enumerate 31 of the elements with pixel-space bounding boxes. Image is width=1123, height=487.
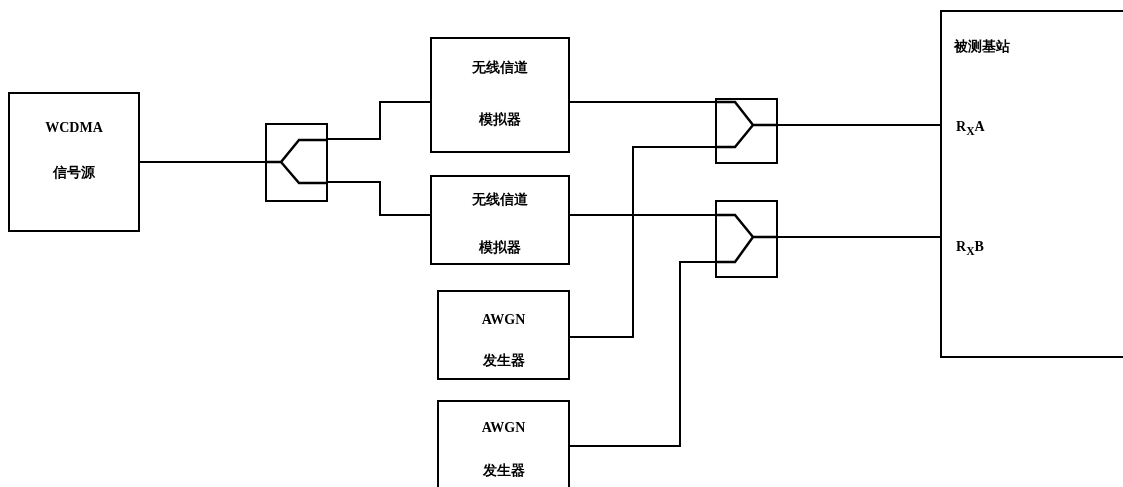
- simulator-label: 模拟器: [478, 239, 522, 257]
- port-label: R$_{X}$B: [956, 239, 984, 258]
- combiner-box: [715, 200, 778, 278]
- generator-label: AWGN: [480, 420, 527, 436]
- source-label: WCDMA: [44, 120, 104, 136]
- source-label: 信号源: [52, 164, 96, 182]
- combiner-box: [715, 98, 778, 164]
- simulator-label: 无线信道: [471, 191, 529, 209]
- simulator-label: 模拟器: [478, 111, 522, 129]
- base-station-box: [940, 10, 1123, 358]
- connector-line: [139, 161, 266, 163]
- channel-simulator-box: [430, 175, 570, 265]
- connector-line: [327, 181, 431, 216]
- generator-label: AWGN: [480, 312, 527, 328]
- simulator-label: 无线信道: [471, 59, 529, 77]
- connector-line: [569, 214, 716, 216]
- channel-simulator-box: [430, 37, 570, 153]
- connector-line: [569, 146, 716, 338]
- station-title: 被测基站: [954, 38, 1010, 56]
- connector-line: [569, 261, 716, 447]
- noise-generator-box: [437, 400, 570, 487]
- connector-line: [777, 236, 941, 238]
- connector-line: [327, 101, 431, 140]
- generator-label: 发生器: [481, 462, 526, 480]
- splitter-box: [265, 123, 328, 202]
- generator-label: 发生器: [481, 352, 526, 370]
- port-label: R$_{X}$A: [956, 119, 985, 138]
- connector-line: [777, 124, 941, 126]
- noise-generator-box: [437, 290, 570, 380]
- signal-source-box: [8, 92, 140, 232]
- connector-line: [569, 101, 716, 103]
